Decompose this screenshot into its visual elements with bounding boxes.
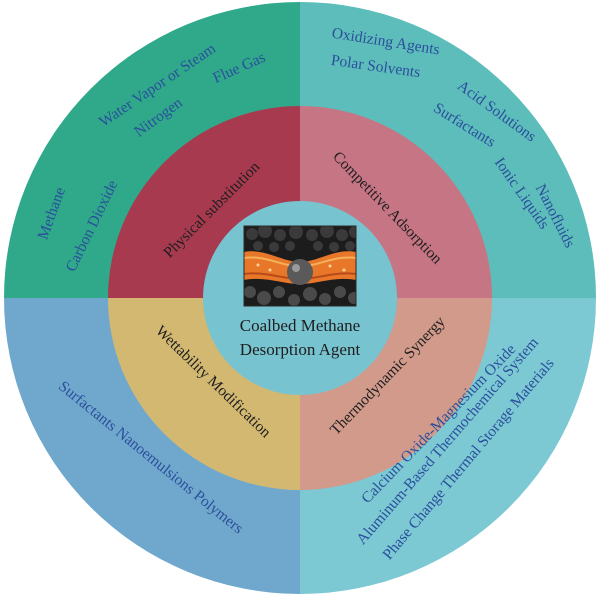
center-title-line2: Desorption Agent bbox=[240, 340, 361, 359]
coal-rubble-bottom bbox=[244, 286, 356, 306]
methane-sphere bbox=[287, 259, 313, 285]
coal-methane-pore-illustration bbox=[244, 226, 356, 306]
center-title-line1: Coalbed Methane bbox=[240, 316, 360, 335]
coal-rubble-top bbox=[246, 226, 356, 252]
